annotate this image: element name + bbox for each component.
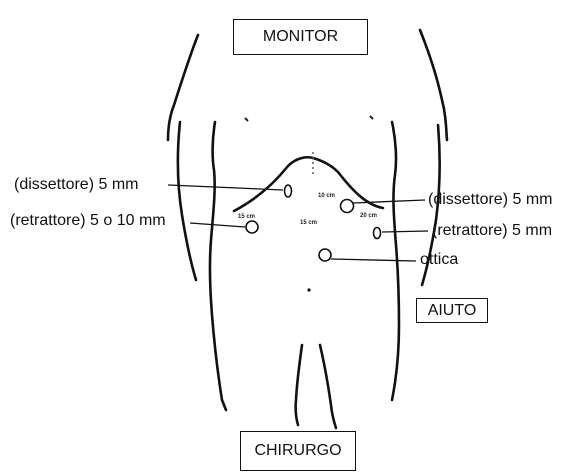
left-shoulder-outline <box>168 35 198 140</box>
distance-right: 20 cm <box>360 213 377 219</box>
leader-retractor-right <box>382 231 428 232</box>
leader-dissector-left <box>168 185 283 190</box>
optics-port <box>319 249 331 261</box>
label-dissector-left: (dissettore) 5 mm <box>14 176 138 194</box>
label-retractor-right: (retrattore) 5 mm <box>432 222 552 240</box>
distance-upper-right: 10 cm <box>318 193 335 199</box>
label-dissector-right: (dissettore) 5 mm <box>428 191 552 209</box>
distance-middle: 15 cm <box>300 220 317 226</box>
left-leg-outline <box>296 345 302 425</box>
left-torso-outline <box>210 122 226 410</box>
dissector-right-port <box>341 200 354 213</box>
left-nipple-mark <box>245 118 248 121</box>
right-leg-outline <box>320 345 336 428</box>
right-nipple-mark <box>370 116 373 119</box>
left-arm-outline <box>178 122 196 280</box>
retractor-left-port <box>246 221 258 233</box>
right-shoulder-outline <box>420 30 447 140</box>
distance-left: 15 cm <box>238 214 255 220</box>
surgeon-box: CHIRURGO <box>240 431 356 471</box>
label-retractor-left: (retrattore) 5 o 10 mm <box>10 212 166 230</box>
dissector-left-port <box>285 185 292 197</box>
monitor-box: MONITOR <box>233 19 368 55</box>
retractor-right-port <box>374 228 381 239</box>
leader-retractor-left <box>190 223 245 227</box>
navel-dot <box>307 288 310 291</box>
leader-optics <box>331 259 416 261</box>
label-optics: ottica <box>420 251 458 269</box>
assistant-box: AIUTO <box>416 298 488 323</box>
